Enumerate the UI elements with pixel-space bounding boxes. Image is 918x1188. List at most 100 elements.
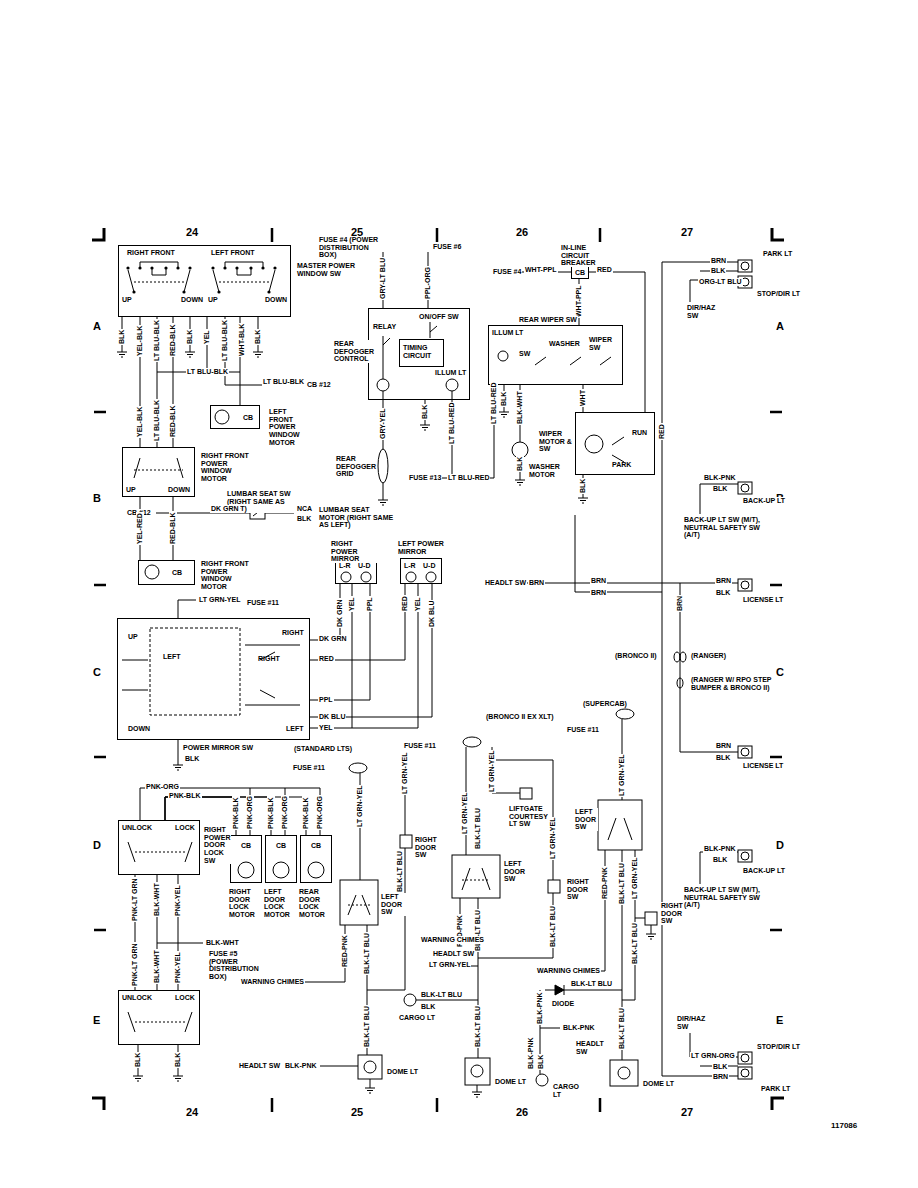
wire-label: RED — [596, 266, 613, 274]
wire-label: D — [775, 839, 785, 851]
wire-label: LT BLU-RED — [448, 402, 456, 445]
wire-label: FUSE #5 (POWER DISTRIBUTION BOX) — [208, 950, 255, 981]
wire-label: (SUPERCAB) — [582, 700, 628, 708]
wire-label: RIGHT FRONT POWER WINDOW MOTOR — [200, 560, 250, 591]
wire-label: RIGHT POWER MIRROR — [330, 540, 382, 563]
wire-label: BLK — [710, 267, 726, 275]
wire-label: PNK-ORG — [145, 783, 180, 791]
wire-label: PNK-ORG — [316, 795, 324, 830]
wire-label: BLK-WHT — [205, 939, 240, 947]
wire-label: PNK-LT GRN — [131, 942, 139, 987]
wire-label: BLK-LT BLU — [570, 980, 613, 988]
wire-label: RIGHT DOOR SW — [414, 836, 446, 859]
wire-label: RIGHT POWER DOOR LOCK SW — [203, 826, 231, 864]
wire-label: BACK-UP LT SW (M/T), NEUTRAL SAFETY SW (… — [683, 886, 770, 909]
wire-label: BLK — [134, 1052, 142, 1068]
wire-label: NCA — [296, 505, 313, 513]
wire-label: GRY-YEL — [379, 408, 387, 440]
wire-label: BLK — [174, 1052, 182, 1068]
wire-label: FUSE #4 (POWER DISTRIBUTION BOX) — [318, 236, 382, 259]
wire-label: CARGO LT — [552, 1083, 578, 1098]
wire-label: BLK — [712, 856, 728, 864]
component-box: CB — [300, 835, 332, 883]
wire-connector — [589, 272, 645, 412]
wire-label: BLK — [184, 755, 200, 763]
wire-label: DOME LT — [386, 1068, 419, 1076]
wire-label: YEL-RED — [136, 512, 144, 545]
component-text: U-D — [423, 562, 435, 570]
component-text: RIGHT FRONT — [127, 249, 175, 257]
component-text: RELAY — [373, 323, 396, 331]
wire-label: BRN — [528, 579, 545, 587]
wire-label: BLK-PNK — [527, 1037, 535, 1071]
wire-label: PNK-YEL — [174, 951, 182, 984]
wire-label: 26 — [515, 1106, 529, 1118]
wire-label: LICENSE LT — [742, 596, 784, 604]
wire-label: LT BLU-BLK — [186, 368, 229, 376]
component-text: L-R — [339, 562, 351, 570]
wire-label: FUSE #11 — [403, 742, 437, 750]
wire-label: RED-PNK — [601, 866, 609, 900]
wire-label: FUSE #11 — [566, 726, 600, 734]
wire-label: BLK-PNK — [703, 845, 737, 853]
component-text: CB — [276, 842, 286, 850]
wire-label: FUSE #11 — [246, 599, 280, 607]
wire-label: YEL — [203, 329, 211, 345]
component-text: UP — [126, 486, 136, 494]
wire-label: HEADLT SW — [238, 1062, 281, 1070]
wire-label: WHT-BLK — [238, 323, 246, 357]
component-box: L-RU-D — [400, 558, 442, 584]
wire-label: BLK-LT BLU — [363, 1005, 371, 1048]
wire-label: LEFT DOOR SW — [574, 808, 598, 831]
wire-label: RED-BLK — [169, 324, 177, 358]
wire-label: PNK-ORG — [281, 795, 289, 830]
component-text: WIPER SW — [589, 336, 617, 351]
wire-label: LT GRN-YEL — [198, 596, 241, 604]
wire-label: PNK-BLK — [232, 797, 240, 831]
wire-label: C — [92, 666, 102, 678]
wire-label: CB #12 — [306, 381, 332, 389]
wire-label: BLK-LT BLU — [474, 807, 482, 850]
wire-label: RED-BLK — [169, 512, 177, 546]
wire-label: BLK-LT BLU — [396, 850, 404, 893]
component-box: CB — [571, 266, 589, 279]
wire-label: BLK-LT BLU — [618, 862, 626, 905]
wire-label: HEADLT SW — [575, 1040, 605, 1055]
wire-label: LT BLU-BLK — [262, 378, 305, 386]
wire-label: LT GRN-YEL — [401, 752, 409, 795]
wire-label: BLK-LT BLU — [363, 932, 371, 975]
wire-label: PPL-ORG — [424, 266, 432, 300]
component-text: CB — [311, 842, 321, 850]
component-box: CB — [138, 560, 195, 585]
wire-label: BLK-LT BLU — [474, 909, 482, 952]
wire-label: WARNING CHIMES — [536, 967, 601, 975]
wire-label: LEFT DOOR SW — [503, 860, 535, 883]
wire-label: BLK — [712, 485, 728, 493]
wire-label: BLK-WHT — [516, 390, 524, 425]
wire-label: LT BLU-BLK — [153, 399, 161, 442]
wire-label: E — [92, 1014, 101, 1026]
wire-label: REAR DEFOGGER CONTROL — [333, 340, 369, 363]
component-box: RELAYON/OFF SWILLUM LTTIMING CIRCUIT — [368, 308, 470, 400]
wire-label: BLK-PNK — [284, 1062, 318, 1070]
component-text: LEFT — [163, 653, 181, 661]
wire-label: 27 — [680, 1106, 694, 1118]
wire-label: FUSE #4 — [492, 268, 522, 276]
component-text: LOCK — [175, 994, 195, 1002]
wire-label: C — [775, 666, 785, 678]
wire-label: WIPER MOTOR & SW — [538, 430, 574, 453]
component-text: SW — [519, 350, 530, 358]
wire-label: STOP/DIR LT — [756, 290, 801, 298]
wire-label: POWER MIRROR SW — [182, 744, 254, 752]
wire-label: WHT-PPL — [575, 285, 583, 319]
wire-label: BLK — [579, 478, 587, 494]
wire-label: RIGHT DOOR LOCK MOTOR — [228, 888, 264, 919]
wire-label: (STANDARD LTS) — [293, 745, 353, 753]
wire-label: BACK-UP LT SW (M/T), NEUTRAL SAFETY SW (… — [683, 516, 770, 539]
wire-label: (RANGER W/ RPO STEP BUMPER & BRONCO II) — [690, 676, 774, 691]
wire-label: REAR DEFOGGER GRID — [335, 455, 375, 478]
wire-label: LT BLU-BLK — [153, 319, 161, 362]
component-text: UNLOCK — [122, 824, 152, 832]
